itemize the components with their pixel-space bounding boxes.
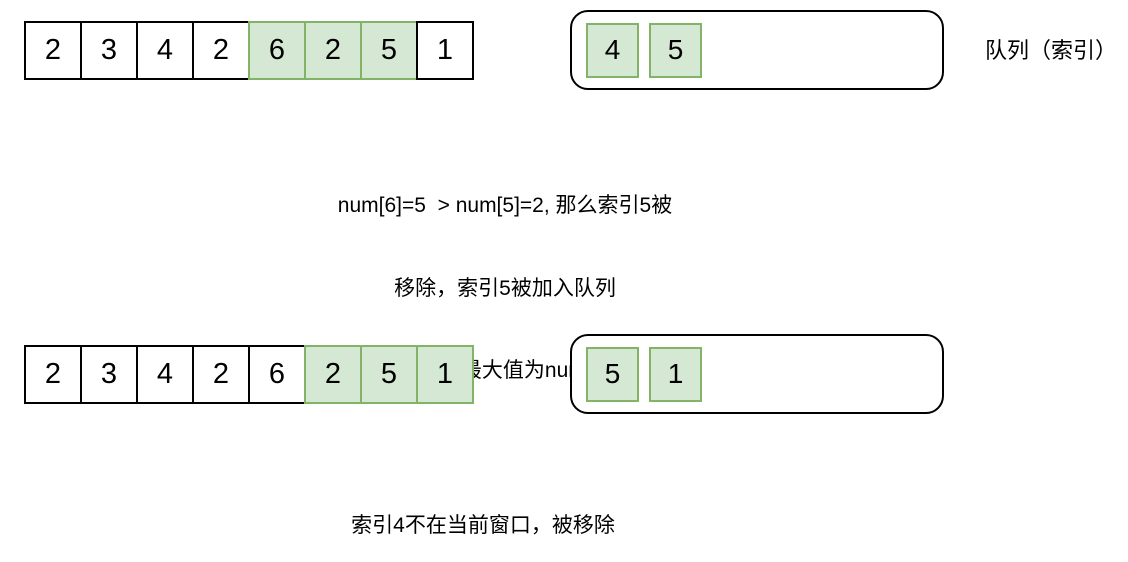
queue-label: 队列（索引）	[985, 38, 1118, 63]
array-cell: 2	[192, 21, 250, 80]
queue-cell: 5	[649, 22, 702, 78]
array-cell: 4	[136, 21, 194, 80]
caption-line: 索引4不在当前窗口，被移除	[351, 514, 615, 537]
window-array-step2: 2 3 4 2 6 2 5 1	[24, 345, 474, 404]
array-cell: 2	[304, 345, 362, 404]
window-array-step1: 2 3 4 2 6 2 5 1	[24, 21, 474, 80]
array-cell: 6	[248, 345, 306, 404]
array-cell: 2	[192, 345, 250, 404]
array-cell: 5	[360, 345, 418, 404]
caption-line: 移除，索引5被加入队列	[394, 276, 616, 300]
array-cell: 4	[136, 345, 194, 404]
array-cell: 6	[248, 21, 306, 80]
index-queue-step2: 5 1	[570, 334, 944, 414]
queue-cell: 5	[586, 346, 639, 402]
queue-cell: 4	[586, 22, 639, 78]
array-cell: 5	[360, 21, 418, 80]
array-cell: 1	[416, 345, 474, 404]
array-cell: 1	[416, 21, 474, 80]
queue-cell: 1	[649, 346, 702, 402]
array-cell: 2	[304, 21, 362, 80]
caption-step2: 索引4不在当前窗口，被移除 1<num[5]=5,1的索引值6被加入队列 当前窗…	[223, 457, 743, 562]
array-cell: 2	[24, 345, 82, 404]
array-cell: 3	[80, 345, 138, 404]
array-cell: 3	[80, 21, 138, 80]
caption-line: num[6]=5 > num[5]=2, 那么索引5被	[337, 194, 673, 217]
index-queue-step1: 4 5	[570, 10, 944, 90]
array-cell: 2	[24, 21, 82, 80]
